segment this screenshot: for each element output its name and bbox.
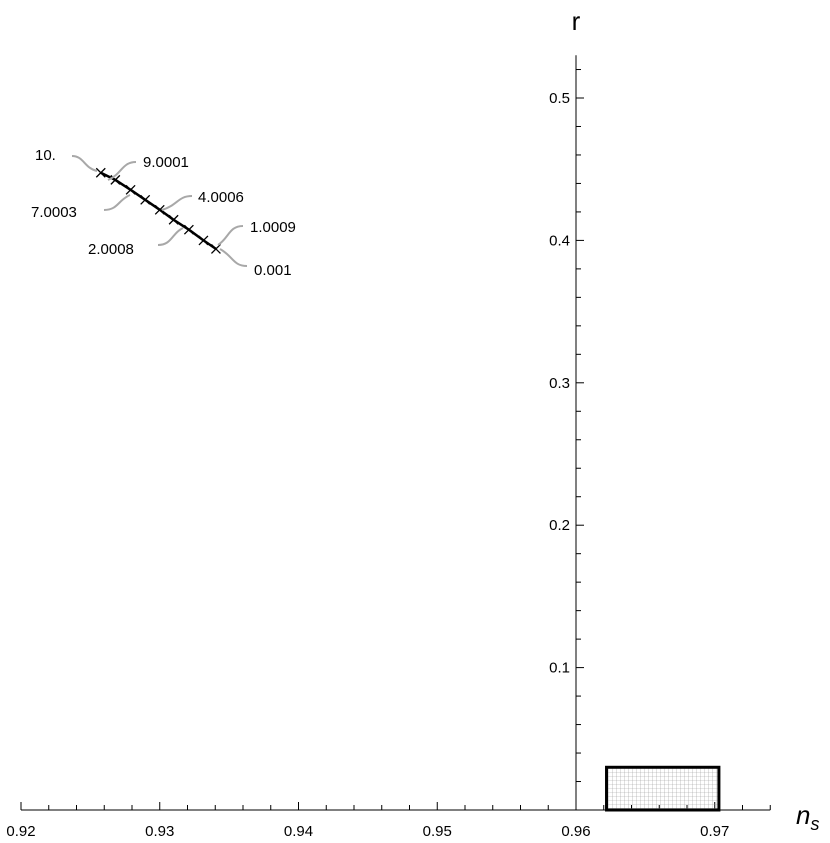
y-tick-label: 0.1: [549, 660, 570, 677]
series-point-marker: [125, 184, 136, 195]
x-tick-label: 0.92: [6, 823, 35, 840]
callout-leader: [161, 195, 193, 211]
callout-label: 2.0008: [88, 241, 134, 258]
callout-label: 4.0006: [198, 189, 244, 206]
callout-leader: [107, 161, 137, 181]
y-tick-label: 0.4: [549, 232, 570, 249]
x-tick-label: 0.93: [145, 823, 174, 840]
callout-label: 10.: [35, 147, 56, 164]
confidence-region: [605, 765, 721, 812]
x-axis-title-subscript: s: [810, 814, 819, 834]
series-point-marker: [140, 194, 151, 205]
callout-leader: [219, 248, 248, 267]
callout-layer: 10. 9.0001 7.0003 4.0006 2.0008 1.0009 0.001: [31, 147, 296, 279]
x-tick-label: 0.95: [423, 823, 452, 840]
callout-leader: [103, 194, 131, 211]
callout-label: 1.0009: [250, 219, 296, 236]
axes: 0.92 0.93 0.94 0.95 0.96 0.97 0.1 0.2 0.3 0.4 0.5 n…: [6, 6, 819, 840]
x-tick-label: 0.94: [284, 823, 313, 840]
series-layer: [95, 167, 221, 254]
y-axis-title: r: [572, 6, 581, 36]
y-tick-label: 0.3: [549, 375, 570, 392]
series-point-marker: [183, 224, 194, 235]
x-tick-label: 0.97: [700, 823, 729, 840]
callout-leader: [217, 225, 244, 246]
series-point-marker: [154, 204, 165, 215]
region-rect: [605, 765, 721, 812]
x-axis-title: ns: [796, 800, 819, 834]
callout-leader: [157, 227, 184, 246]
x-axis-title-main: n: [796, 800, 810, 830]
series-point-marker: [168, 214, 179, 225]
series-point-marker: [198, 235, 209, 246]
series-point-marker: [95, 167, 106, 178]
callout-label: 7.0003: [31, 204, 77, 221]
y-tick-label: 0.2: [549, 517, 570, 534]
callout-leader: [71, 155, 98, 172]
y-tick-label: 0.5: [549, 90, 570, 107]
callout-label: 0.001: [254, 262, 292, 279]
series-point-marker: [210, 243, 221, 254]
x-tick-label: 0.96: [561, 823, 590, 840]
callout-label: 9.0001: [143, 154, 189, 171]
